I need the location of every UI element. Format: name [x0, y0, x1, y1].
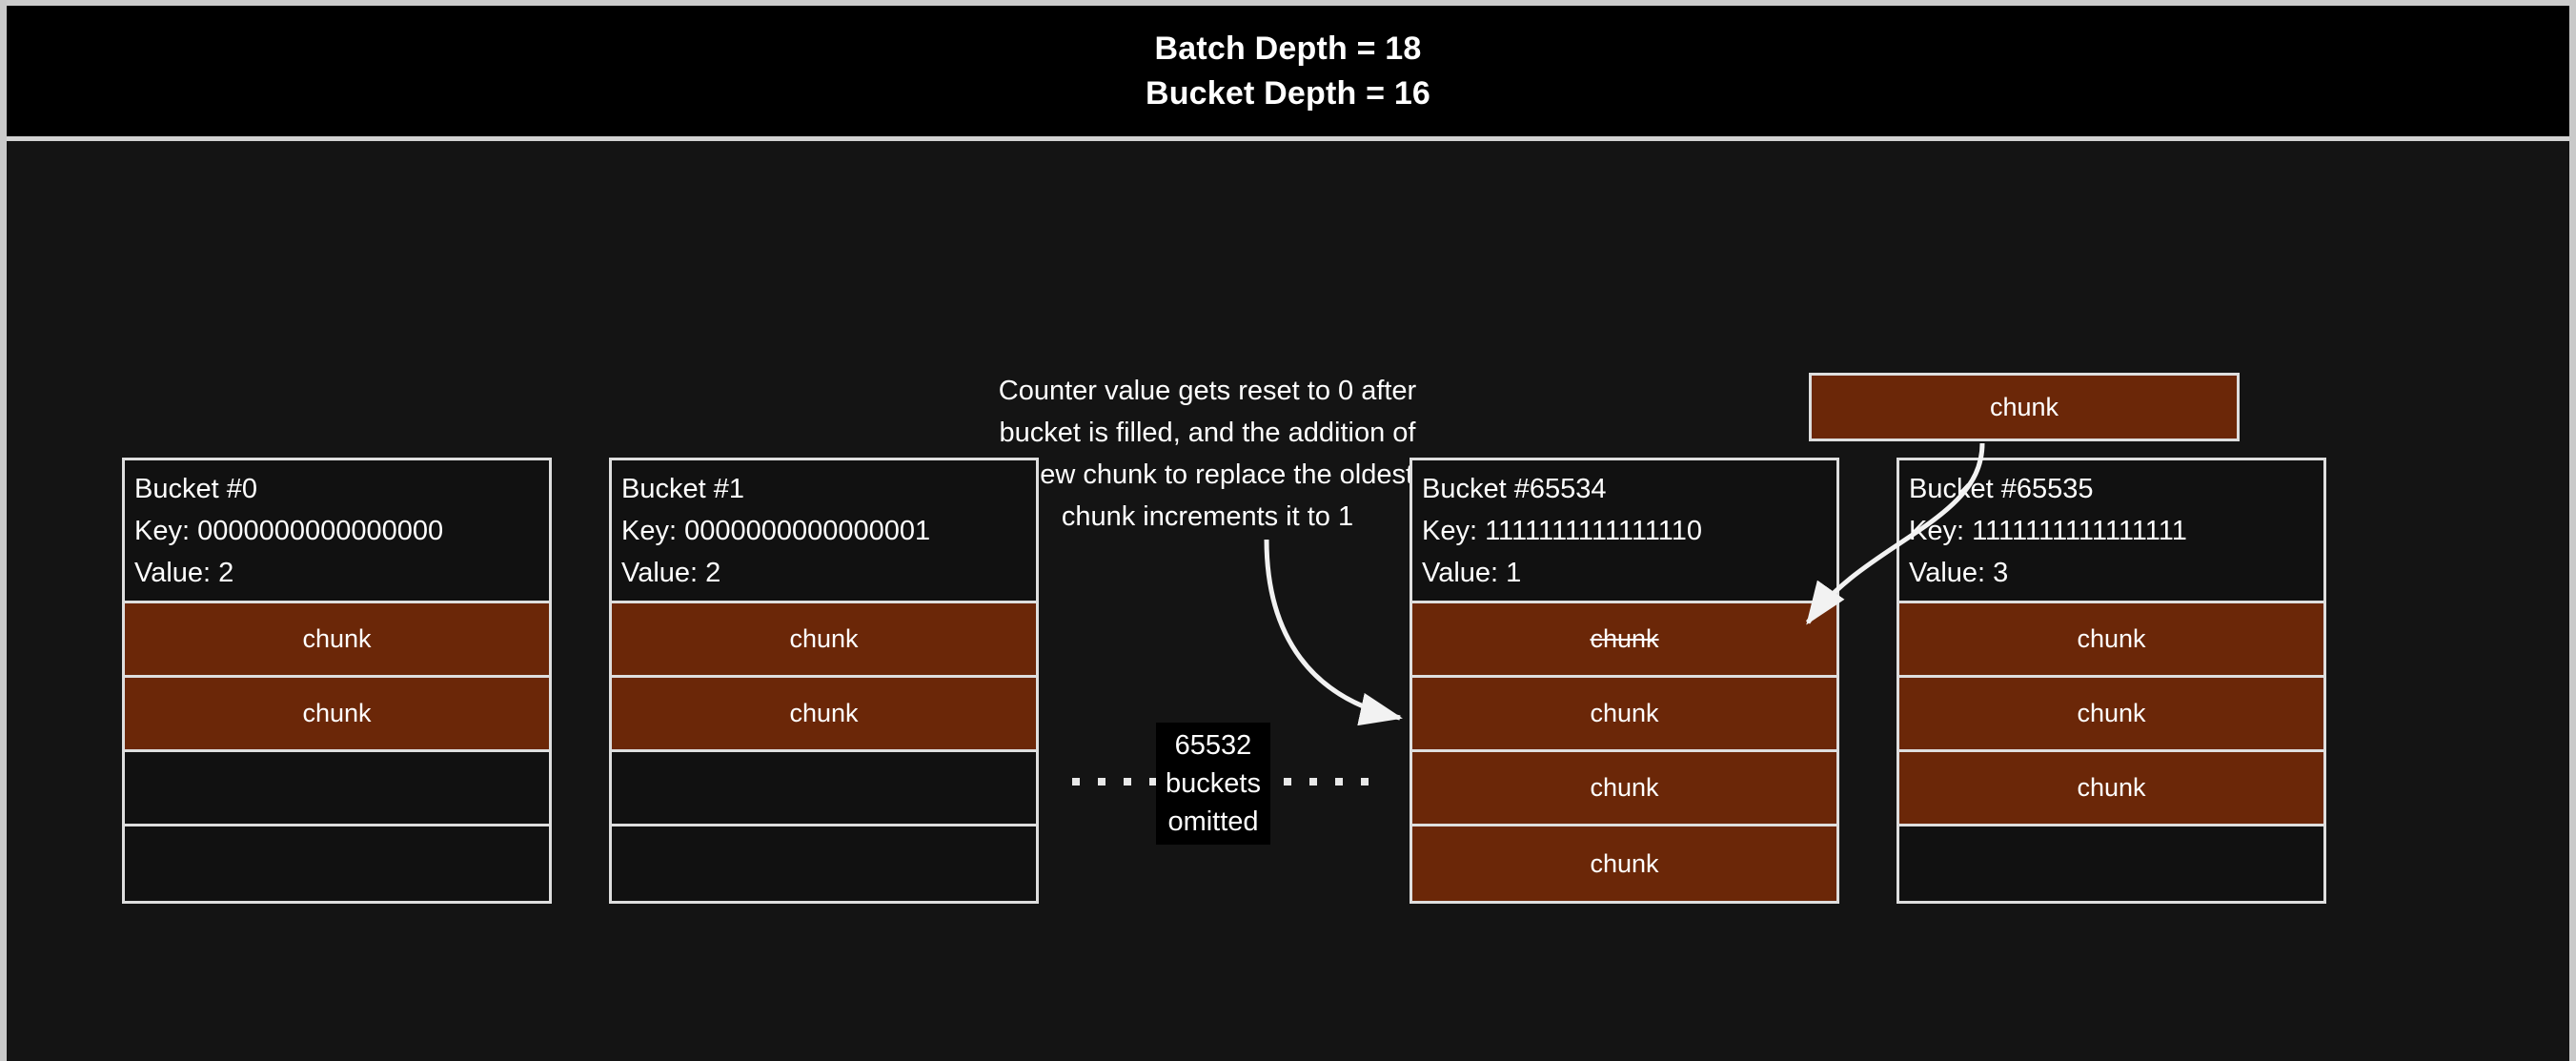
- bucket-0-header: Bucket #0 Key: 0000000000000000 Value: 2: [125, 460, 549, 603]
- bucket-1-slot-0: chunk: [612, 603, 1036, 678]
- bucket-65534-header: Bucket #65534 Key: 1111111111111110 Valu…: [1412, 460, 1836, 603]
- bucket-65534-slot-3: chunk: [1412, 826, 1836, 901]
- bucket-0-value: Value: 2: [134, 558, 234, 588]
- counter-annotation: Counter value gets reset to 0 after buck…: [922, 370, 1493, 538]
- bucket-65534-slot-1-label: chunk: [1590, 699, 1659, 727]
- bucket-65534-key: Key: 1111111111111110: [1422, 516, 1703, 546]
- incoming-chunk-box: chunk: [1809, 373, 2240, 441]
- bucket-65535-slot-3: [1899, 826, 2323, 901]
- bucket-1-key: Key: 0000000000000001: [621, 516, 931, 546]
- bucket-1: Bucket #1 Key: 0000000000000001 Value: 2…: [609, 458, 1039, 904]
- bucket-0: Bucket #0 Key: 0000000000000000 Value: 2…: [122, 458, 552, 904]
- bucket-0-slot-1: chunk: [125, 678, 549, 752]
- ellipsis-dots-right: [1284, 778, 1369, 786]
- bucket-65535-slot-0-label: chunk: [2077, 624, 2146, 653]
- bucket-65535-slot-0: chunk: [1899, 603, 2323, 678]
- annotation-line-1: Counter value gets reset to 0 after: [998, 376, 1417, 406]
- bucket-65534-value: Value: 1: [1422, 558, 1522, 588]
- bucket-1-slot-0-label: chunk: [789, 624, 859, 653]
- annotation-arrow: [1264, 539, 1403, 726]
- bucket-65535-value: Value: 3: [1909, 558, 2009, 588]
- bucket-65534-slot-2-label: chunk: [1590, 773, 1659, 802]
- diagram-header: Batch Depth = 18 Bucket Depth = 16: [7, 0, 2569, 141]
- bucket-1-value: Value: 2: [621, 558, 721, 588]
- incoming-chunk-label: chunk: [1989, 392, 2059, 421]
- bucket-65535-header: Bucket #65535 Key: 1111111111111111 Valu…: [1899, 460, 2323, 603]
- bucket-0-slot-0-label: chunk: [302, 624, 372, 653]
- annotation-line-2: bucket is filled, and the addition of: [999, 418, 1416, 448]
- bucket-65535-key: Key: 1111111111111111: [1909, 516, 2187, 546]
- dot: [1072, 778, 1080, 786]
- annotation-line-3: a new chunk to replace the oldest: [1001, 459, 1414, 490]
- bucket-65534-slot-0-label: chunk: [1590, 624, 1659, 653]
- dot: [1149, 778, 1157, 786]
- bucket-depth-label: Bucket Depth = 16: [1145, 74, 1431, 112]
- batch-depth-label: Batch Depth = 18: [1154, 30, 1422, 67]
- bucket-65534-slot-2: chunk: [1412, 752, 1836, 826]
- bucket-0-slot-1-label: chunk: [302, 699, 372, 727]
- dot: [1335, 778, 1343, 786]
- bucket-0-slot-0: chunk: [125, 603, 549, 678]
- dot: [1361, 778, 1369, 786]
- bucket-1-slot-3: [612, 826, 1036, 901]
- bucket-65534-slot-0: chunk: [1412, 603, 1836, 678]
- omitted-count: 65532: [1174, 730, 1252, 761]
- bucket-1-title: Bucket #1: [621, 474, 744, 504]
- bucket-65534-slot-1: chunk: [1412, 678, 1836, 752]
- dot: [1098, 778, 1105, 786]
- ellipsis-dots-left: [1072, 778, 1157, 786]
- omitted-word-omitted: omitted: [1167, 806, 1259, 837]
- bucket-0-key: Key: 0000000000000000: [134, 516, 444, 546]
- bucket-1-slot-2: [612, 752, 1036, 826]
- dot: [1309, 778, 1317, 786]
- bucket-65534-slot-3-label: chunk: [1590, 848, 1659, 878]
- buckets-area: Counter value gets reset to 0 after buck…: [7, 141, 2569, 1061]
- bucket-65535: Bucket #65535 Key: 1111111111111111 Valu…: [1897, 458, 2326, 904]
- bucket-1-slot-1: chunk: [612, 678, 1036, 752]
- bucket-0-slot-2: [125, 752, 549, 826]
- bucket-0-slot-3: [125, 826, 549, 901]
- bucket-65535-slot-2: chunk: [1899, 752, 2323, 826]
- bucket-0-title: Bucket #0: [134, 474, 257, 504]
- omitted-word-buckets: buckets: [1166, 768, 1261, 799]
- bucket-65535-slot-1: chunk: [1899, 678, 2323, 752]
- dot: [1124, 778, 1131, 786]
- bucket-65535-slot-2-label: chunk: [2077, 773, 2146, 802]
- omitted-buckets-label: 65532 buckets omitted: [1156, 723, 1270, 845]
- bucket-65535-title: Bucket #65535: [1909, 474, 2094, 504]
- bucket-65534: Bucket #65534 Key: 1111111111111110 Valu…: [1410, 458, 1839, 904]
- bucket-1-header: Bucket #1 Key: 0000000000000001 Value: 2: [612, 460, 1036, 603]
- dot: [1284, 778, 1291, 786]
- bucket-1-slot-1-label: chunk: [789, 699, 859, 727]
- bucket-65534-title: Bucket #65534: [1422, 474, 1607, 504]
- annotation-line-4: chunk increments it to 1: [1061, 501, 1354, 532]
- bucket-65535-slot-1-label: chunk: [2077, 699, 2146, 727]
